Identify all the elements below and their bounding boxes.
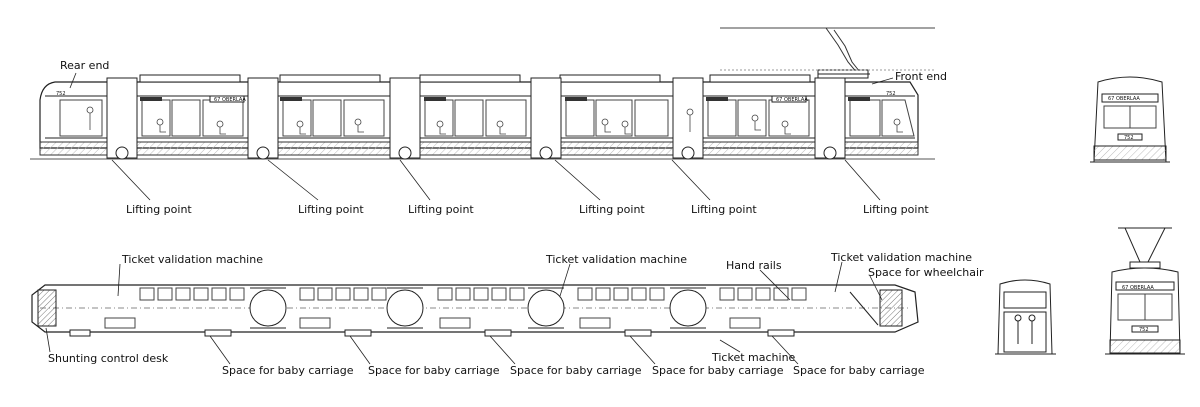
rear-end-label: Rear end <box>60 59 109 72</box>
cab-front <box>849 289 903 327</box>
plan-leaders <box>45 261 883 365</box>
baby-carriage-label-5: Space for baby carriage <box>793 364 925 377</box>
destination-sign-strips <box>140 95 870 103</box>
ticket-validation-label-3: Ticket validation machine <box>830 251 972 264</box>
lifting-point-label-2: Lifting point <box>298 203 364 216</box>
end-view-sign-top: 67 OBERLAA <box>1108 96 1140 102</box>
side-number-front: 752 <box>886 91 896 97</box>
baby-carriage-label-1: Space for baby carriage <box>222 364 354 377</box>
wheelchair-space-label: Space for wheelchair <box>868 266 984 279</box>
lifting-point-label-4: Lifting point <box>579 203 645 216</box>
lifting-point-label-3: Lifting point <box>408 203 474 216</box>
hand-rails-label: Hand rails <box>726 259 782 272</box>
baby-carriage-label-3: Space for baby carriage <box>510 364 642 377</box>
lifting-point-label-1: Lifting point <box>126 203 192 216</box>
side-number-rear: 752 <box>56 91 66 97</box>
wheels <box>115 146 837 160</box>
end-view-front-top <box>1090 76 1170 163</box>
side-sign-rear: 67 OBERLAA <box>214 97 246 103</box>
doors-plan <box>69 329 795 337</box>
baby-carriage-label-2: Space for baby carriage <box>368 364 500 377</box>
end-view-front-bottom <box>1105 227 1185 355</box>
plan-view <box>31 284 919 337</box>
end-view-interior <box>995 279 1056 355</box>
cab-rear <box>37 289 57 327</box>
door-modules <box>106 77 846 159</box>
passenger-figures <box>86 106 903 135</box>
ticket-validation-label-2: Ticket validation machine <box>545 253 687 266</box>
baby-carriage-label-4: Space for baby carriage <box>652 364 784 377</box>
end-view-sign-bottom: 67 OBERLAA <box>1122 285 1154 291</box>
lifting-point-leaders <box>111 159 881 201</box>
lifting-point-label-6: Lifting point <box>863 203 929 216</box>
end-view-number-top: 752 <box>1124 135 1134 141</box>
ticket-machine-label: Ticket machine <box>711 351 796 364</box>
lifting-point-label-5: Lifting point <box>691 203 757 216</box>
articulations <box>249 287 707 329</box>
side-windows <box>59 99 915 137</box>
seats <box>104 287 807 329</box>
front-end-label: Front end <box>895 70 947 83</box>
end-view-number-bottom: 752 <box>1139 327 1149 333</box>
side-sign-front: 67 OBERLAA <box>776 97 808 103</box>
shunting-desk-label: Shunting control desk <box>48 352 169 365</box>
ticket-validation-label-1: Ticket validation machine <box>121 253 263 266</box>
side-view <box>30 27 935 160</box>
